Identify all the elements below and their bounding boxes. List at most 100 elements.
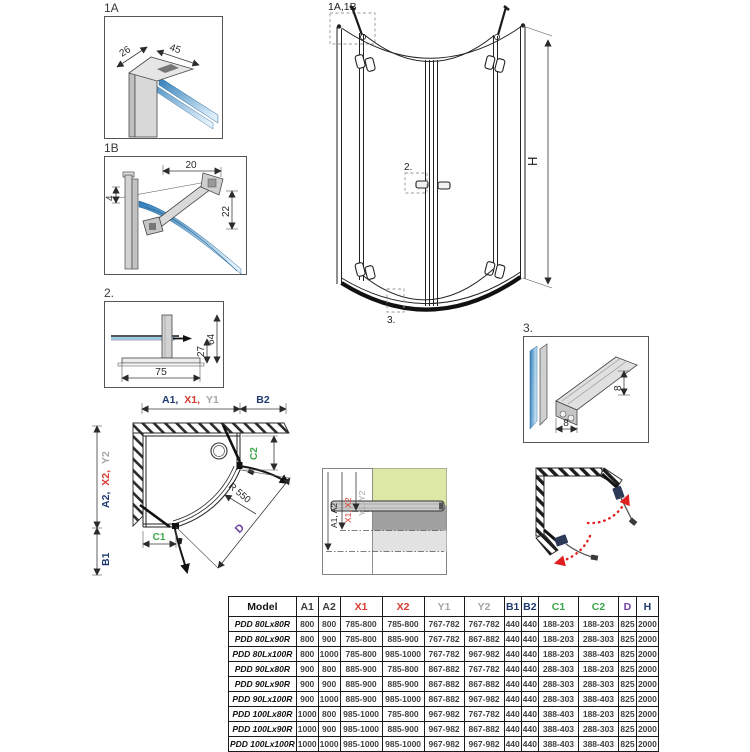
dim-22: 22	[221, 205, 232, 217]
value-cell: 825	[617, 721, 637, 737]
c2-dimension: C2	[242, 435, 278, 471]
detail-1a-panel: 1A 26 45	[104, 1, 223, 139]
elevation-sill-ref: 3.	[387, 315, 395, 326]
value-cell: 867-882	[463, 721, 505, 737]
dimensions: 8 8	[555, 370, 630, 433]
dim-64: 64	[206, 333, 217, 345]
value-cell: 440	[520, 616, 539, 632]
width-dimension: A1, X1, Y1 B2	[141, 394, 287, 414]
value-cell: 288-303	[537, 691, 579, 707]
value-cell: 440	[503, 691, 522, 707]
value-cell: 188-203	[537, 631, 579, 647]
value-cell: 388-403	[577, 736, 619, 752]
bottom-profile	[161, 314, 173, 359]
model-cell: PDD 100Lx100R	[228, 736, 297, 752]
value-cell: 188-203	[577, 706, 619, 722]
value-cell: 2000	[635, 676, 659, 692]
column-header-d: D	[617, 596, 637, 617]
dim-75: 75	[155, 366, 167, 378]
pivot-braces	[543, 472, 621, 544]
column-header-h: H	[635, 596, 659, 617]
value-cell: 885-900	[339, 691, 383, 707]
dim-8-height: 8	[613, 385, 624, 391]
value-cell: 288-303	[537, 676, 579, 692]
value-cell: 985-1000	[339, 706, 383, 722]
value-cell: 440	[503, 676, 522, 692]
column-header-c1: C1	[537, 596, 579, 617]
value-cell: 825	[617, 631, 637, 647]
value-cell: 288-303	[577, 721, 619, 737]
svg-text:A1, X1, Y1: A1, X1, Y1	[162, 394, 219, 406]
value-cell: 785-800	[381, 661, 425, 677]
value-cell: 885-900	[339, 661, 383, 677]
model-cell: PDD 80Lx100R	[228, 646, 297, 662]
hinges	[354, 54, 506, 280]
column-header-x2: X2	[381, 596, 425, 617]
dim-4: 4	[105, 195, 116, 201]
detail-2-drawing: 75 27 64	[104, 301, 224, 388]
column-header-b1: B1	[503, 596, 522, 617]
value-cell: 440	[503, 736, 522, 752]
value-cell: 2000	[635, 721, 659, 737]
pointer-arrow	[173, 335, 192, 342]
value-cell: 985-1000	[339, 736, 383, 752]
value-cell: 885-900	[381, 631, 425, 647]
model-cell: PDD 90Lx100R	[228, 691, 297, 707]
install-section-drawing: A1, A2 X1, X2 Y1, Y2	[322, 468, 447, 575]
detail-1b-drawing: 20 4 22	[104, 156, 247, 275]
model-cell: PDD 90Lx90R	[228, 676, 297, 692]
value-cell: 867-882	[423, 676, 465, 692]
value-cell: 967-982	[463, 691, 505, 707]
plan-height-a2: A2,	[100, 492, 112, 508]
shower-tray	[340, 268, 522, 312]
value-cell: 767-782	[423, 631, 465, 647]
sill-profile	[555, 356, 638, 426]
value-cell: 388-403	[537, 721, 579, 737]
support-arm	[142, 172, 224, 236]
dimensions: 26 45	[116, 42, 200, 68]
detail-1b-label: 1B	[104, 141, 119, 155]
value-cell: 967-982	[463, 736, 505, 752]
column-header-a1: A1	[295, 596, 319, 617]
value-cell: 825	[617, 676, 637, 692]
dim-45: 45	[168, 42, 182, 56]
dim-8-width: 8	[563, 418, 569, 429]
value-cell: 785-800	[339, 616, 383, 632]
glass-pane	[151, 76, 219, 130]
value-cell: 2000	[635, 691, 659, 707]
plan-width-a1: A1,	[162, 394, 178, 406]
value-cell: 825	[617, 661, 637, 677]
install-section-panel: A1, A2 X1, X2 Y1, Y2	[322, 468, 447, 575]
value-cell: 188-203	[577, 616, 619, 632]
detail-3-label: 3.	[523, 321, 534, 335]
plan-view-panel: A1, X1, Y1 B2 A2, X2, Y2 B1 C2 C1	[85, 390, 305, 590]
value-cell: 440	[520, 661, 539, 677]
value-cell: 825	[617, 646, 637, 662]
value-cell: 440	[520, 736, 539, 752]
plan-width-x1: X1,	[184, 394, 200, 406]
detail-1a-label: 1A	[104, 1, 119, 15]
swing-direction-arrows	[553, 493, 630, 567]
value-cell: 800	[317, 706, 341, 722]
value-cell: 985-1000	[339, 721, 383, 737]
value-cell: 967-982	[463, 646, 505, 662]
value-cell: 1000	[317, 646, 341, 662]
wall-braces	[349, 4, 510, 41]
detail-2-label: 2.	[104, 286, 115, 300]
value-cell: 767-782	[463, 706, 505, 722]
value-cell: 388-403	[577, 691, 619, 707]
radius-dimension: R 550	[224, 481, 257, 515]
value-cell: 900	[295, 691, 319, 707]
value-cell: 1000	[317, 736, 341, 752]
value-cell: 825	[617, 706, 637, 722]
column-header-a2: A2	[317, 596, 341, 617]
tray-drain	[210, 442, 228, 460]
value-cell: 440	[520, 691, 539, 707]
value-cell: 440	[503, 661, 522, 677]
